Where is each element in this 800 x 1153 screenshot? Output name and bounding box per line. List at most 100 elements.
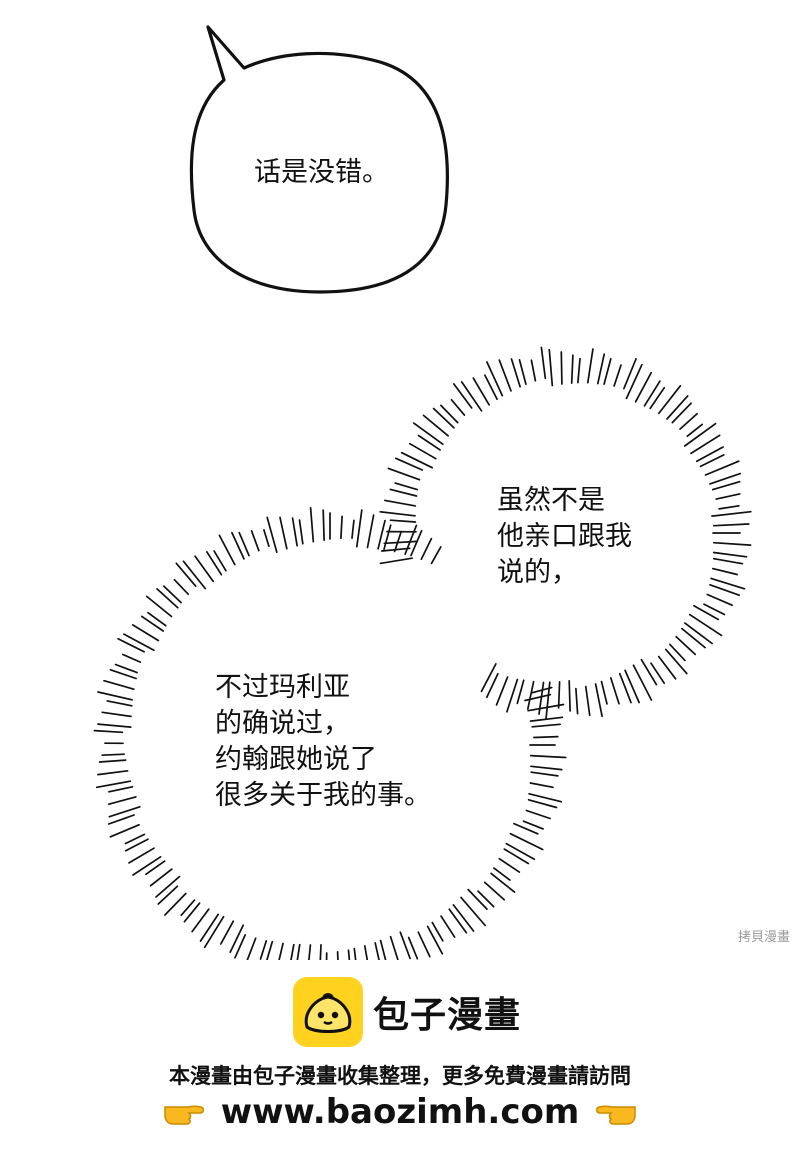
burst-stroke xyxy=(684,622,713,645)
burst-stroke xyxy=(132,855,162,876)
burst-stroke xyxy=(533,735,559,739)
site-url-link[interactable]: www.baozimh.com xyxy=(220,1092,580,1132)
burst-stroke xyxy=(548,348,554,387)
burst-stroke xyxy=(290,943,295,960)
burst-stroke xyxy=(155,875,181,898)
burst-stroke xyxy=(408,442,437,460)
burst-stroke xyxy=(164,892,187,916)
burst-stroke xyxy=(600,680,608,705)
burst-stroke xyxy=(109,668,137,680)
burst-stroke xyxy=(666,395,689,420)
burst-stroke xyxy=(671,402,692,424)
burst-stroke xyxy=(218,534,236,566)
burst-lines xyxy=(93,346,752,960)
burst-stroke xyxy=(657,655,677,680)
burst-stroke xyxy=(106,700,133,707)
burst-stroke xyxy=(603,358,612,385)
burst-stroke xyxy=(518,359,527,385)
burst-stroke xyxy=(493,867,511,881)
burst-stroke xyxy=(353,947,357,960)
burst-stroke xyxy=(156,588,179,609)
burst-stroke xyxy=(448,908,468,934)
burst-stroke xyxy=(319,943,322,960)
burst-stroke xyxy=(432,407,455,429)
burst-stroke xyxy=(203,915,225,949)
burst-stroke xyxy=(624,669,640,704)
burst-stroke xyxy=(522,820,544,830)
burst-stroke xyxy=(124,838,149,852)
burst-stroke xyxy=(291,517,298,547)
burst-stroke xyxy=(706,593,733,607)
burst-stroke xyxy=(715,493,741,500)
burst-stroke xyxy=(389,935,399,960)
burst-stroke xyxy=(383,524,392,551)
burst-stroke xyxy=(529,754,567,759)
burst-stroke xyxy=(618,672,632,704)
burst-stroke xyxy=(145,595,173,618)
burst-stroke xyxy=(527,798,558,809)
burst-stroke xyxy=(183,902,201,923)
burst-stroke xyxy=(266,516,278,554)
burst-stroke xyxy=(632,664,653,701)
burst-stroke xyxy=(394,482,419,491)
burst-right-text: 虽然不是 他亲口跟我 说的， xyxy=(497,485,632,588)
burst-stroke xyxy=(712,541,752,546)
burst-stroke xyxy=(529,716,564,722)
burst-stroke xyxy=(263,529,270,548)
burst-stroke xyxy=(664,648,688,675)
burst-stroke xyxy=(347,949,351,960)
burst-stroke xyxy=(250,530,260,552)
burst-stroke xyxy=(229,924,245,954)
burst-stroke xyxy=(472,377,490,406)
burst-stroke xyxy=(524,693,552,702)
site-notice: 本漫畫由包子漫畫收集整理，更多免費漫畫請訪問 xyxy=(169,1064,631,1088)
burst-stroke xyxy=(308,944,312,960)
burst-stroke xyxy=(699,454,725,468)
burst-stroke xyxy=(683,422,717,447)
burst-stroke xyxy=(162,585,182,604)
burst-stroke xyxy=(640,658,658,686)
burst-stroke xyxy=(93,729,124,734)
burst-stroke xyxy=(363,945,369,960)
burst-stroke xyxy=(623,358,637,390)
burst-stroke xyxy=(98,759,127,763)
burst-stroke xyxy=(718,504,740,510)
burst-stroke xyxy=(351,519,355,540)
burst-stroke xyxy=(97,691,133,701)
burst-stroke xyxy=(634,371,653,403)
burst-stroke xyxy=(711,510,752,517)
burst-stroke xyxy=(484,374,498,401)
burst-stroke xyxy=(450,398,466,416)
burst-stroke xyxy=(296,943,301,960)
burst-stroke xyxy=(117,637,145,653)
burst-stroke xyxy=(460,381,483,412)
burst-stroke xyxy=(485,672,499,699)
burst-stroke xyxy=(191,908,210,933)
burst-stroke xyxy=(477,890,495,908)
brand-logo-row[interactable]: 包子漫畫 xyxy=(293,977,521,1047)
burst-stroke xyxy=(657,384,682,415)
burst-stroke xyxy=(650,662,666,685)
burst-stroke xyxy=(173,578,190,596)
burst-stroke xyxy=(505,842,536,861)
burst-stroke xyxy=(530,359,537,382)
burst-stroke xyxy=(609,677,620,705)
burst-stroke xyxy=(712,557,744,565)
burst-stroke xyxy=(490,872,516,893)
burst-stroke xyxy=(374,942,380,960)
burst-stroke xyxy=(417,434,441,451)
burst-stroke xyxy=(467,888,488,910)
burst-stroke xyxy=(379,510,416,517)
burst-stroke xyxy=(426,925,444,955)
burst-stroke xyxy=(528,792,563,803)
burst-stroke xyxy=(516,679,525,705)
burst-stroke xyxy=(584,685,591,717)
burst-stroke xyxy=(529,782,554,789)
burst-stroke xyxy=(681,627,706,649)
burst-stroke xyxy=(513,822,539,835)
burst-stroke xyxy=(199,913,220,942)
burst-stroke xyxy=(704,460,740,476)
burst-stroke xyxy=(575,687,579,715)
burst-stroke xyxy=(322,509,325,541)
burst-stroke xyxy=(400,451,434,469)
